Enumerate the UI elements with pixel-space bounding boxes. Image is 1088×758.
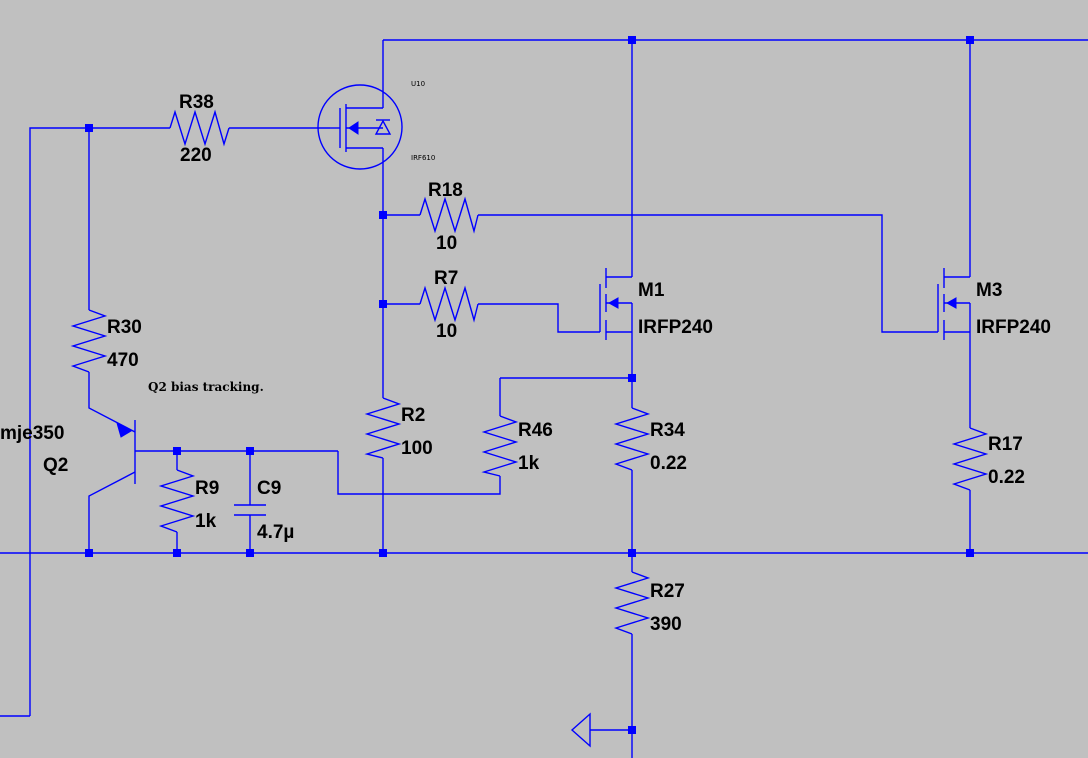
m1-value-label: IRFP240: [638, 317, 713, 338]
r7-value-label: 10: [436, 321, 457, 342]
junctions: [85, 36, 974, 734]
r9-value-label: 1k: [195, 511, 217, 532]
r30-ref-label: R30: [107, 317, 142, 338]
r17-ref-label: R17: [988, 434, 1023, 455]
u10-ref-label: U10: [411, 80, 425, 88]
u10-value-label: IRF610: [411, 154, 435, 162]
r34-ref-label: R34: [650, 420, 685, 441]
resistor-r2-symbol: [364, 397, 402, 459]
q2-value-label: mje350: [0, 423, 64, 444]
r38-value-label: 220: [180, 145, 212, 166]
r30-value-label: 470: [107, 350, 139, 371]
r46-ref-label: R46: [518, 420, 553, 441]
bias-tracking-note: Q2 bias tracking.: [148, 380, 264, 394]
m3-ref-label: M3: [976, 280, 1002, 301]
resistor-r18-symbol: [419, 196, 479, 234]
transistor-q2-symbol: [116, 420, 136, 484]
r34-value-label: 0.22: [650, 453, 687, 474]
m1-ref-label: M1: [638, 280, 665, 301]
c9-ref-label: C9: [257, 478, 281, 499]
r18-ref-label: R18: [428, 180, 463, 201]
r7-ref-label: R7: [434, 268, 458, 289]
resistor-r30-symbol: [70, 309, 108, 373]
resistor-r9-symbol: [158, 469, 196, 533]
mosfet-m3-symbol: [937, 268, 971, 340]
r2-ref-label: R2: [401, 405, 425, 426]
r2-value-label: 100: [401, 438, 433, 459]
resistor-r7-symbol: [419, 285, 479, 323]
wires: [0, 39, 1088, 758]
capacitor-c9-symbol: [234, 504, 266, 516]
r27-ref-label: R27: [650, 581, 685, 602]
resistor-r17-symbol: [951, 427, 989, 491]
resistor-r38-symbol: [169, 109, 230, 147]
r46-value-label: 1k: [518, 453, 540, 474]
q2-ref-label: Q2: [43, 455, 68, 476]
ground-icon: [570, 712, 591, 748]
r27-value-label: 390: [650, 614, 682, 635]
resistor-r34-symbol: [613, 407, 651, 471]
r38-ref-label: R38: [179, 92, 214, 113]
r9-ref-label: R9: [195, 478, 219, 499]
m3-value-label: IRFP240: [976, 317, 1051, 338]
mosfet-u10-symbol: [317, 84, 403, 170]
r18-value-label: 10: [436, 233, 457, 254]
resistor-r27-symbol: [613, 571, 651, 635]
mosfet-m1-symbol: [599, 268, 633, 340]
r17-value-label: 0.22: [988, 467, 1025, 488]
resistor-r46-symbol: [481, 415, 519, 477]
c9-value-label: 4.7µ: [257, 522, 294, 543]
